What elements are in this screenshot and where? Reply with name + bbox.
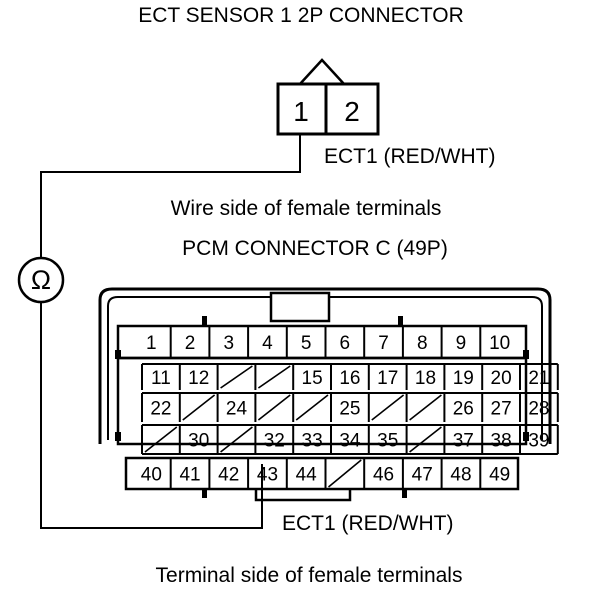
terminal-35: 35 xyxy=(377,431,398,452)
terminal-39: 39 xyxy=(528,431,549,452)
blank-cavity xyxy=(144,426,178,453)
terminal-1: 1 xyxy=(146,333,157,354)
blank-cavity xyxy=(409,394,442,421)
terminal-11: 11 xyxy=(151,368,171,389)
pcm-wire-label: ECT1 (RED/WHT) xyxy=(282,512,454,535)
pcm-connector-title: PCM CONNECTOR C (49P) xyxy=(182,237,448,260)
terminal-25: 25 xyxy=(339,399,360,420)
blank-cavity xyxy=(327,459,362,488)
blank-cavity xyxy=(220,426,253,453)
terminal-3: 3 xyxy=(223,333,234,354)
blank-cavity xyxy=(257,365,291,389)
terminal-7: 7 xyxy=(378,333,389,354)
sensor-pin-1: 1 xyxy=(293,96,309,127)
terminal-20: 20 xyxy=(491,368,512,389)
terminal-9: 9 xyxy=(456,333,467,354)
blank-cavity xyxy=(220,365,253,389)
terminal-27: 27 xyxy=(491,399,512,420)
terminal-16: 16 xyxy=(339,368,360,389)
blank-cavity xyxy=(371,394,405,421)
terminal-12: 12 xyxy=(188,368,209,389)
terminal-30: 30 xyxy=(188,431,209,452)
terminal-22: 22 xyxy=(150,399,171,420)
ect-sensor-connector xyxy=(276,58,380,136)
terminal-21: 21 xyxy=(528,368,549,389)
terminal-6: 6 xyxy=(340,333,351,354)
terminal-4: 4 xyxy=(262,333,273,354)
terminal-42: 42 xyxy=(218,465,239,486)
terminal-28: 28 xyxy=(528,399,549,420)
terminal-32: 32 xyxy=(264,431,285,452)
terminal-37: 37 xyxy=(453,431,474,452)
terminal-38: 38 xyxy=(491,431,512,452)
terminal-49: 49 xyxy=(489,465,510,486)
pcm-latch xyxy=(254,489,352,502)
terminal-19: 19 xyxy=(453,368,474,389)
terminal-17: 17 xyxy=(377,368,398,389)
pcm-housing-marks xyxy=(115,316,529,498)
terminal-48: 48 xyxy=(450,465,471,486)
blank-cavity xyxy=(295,394,329,421)
terminal-34: 34 xyxy=(339,431,361,452)
terminal-10: 10 xyxy=(489,333,510,354)
terminal-18: 18 xyxy=(415,368,436,389)
terminal-8: 8 xyxy=(417,333,428,354)
blank-cavity xyxy=(182,394,216,421)
blank-cavity xyxy=(257,394,291,421)
terminal-24: 24 xyxy=(226,399,248,420)
terminal-40: 40 xyxy=(141,465,162,486)
terminal-5: 5 xyxy=(301,333,312,354)
ohm-icon: Ω xyxy=(31,265,51,295)
pcm-connector-housing xyxy=(98,287,552,491)
view-label-terminal-side: Terminal side of female terminals xyxy=(156,564,463,587)
terminal-33: 33 xyxy=(302,431,323,452)
terminal-44: 44 xyxy=(296,465,318,486)
terminal-41: 41 xyxy=(179,465,200,486)
terminal-43: 43 xyxy=(257,465,278,486)
blank-cavity xyxy=(409,426,442,453)
terminal-26: 26 xyxy=(453,399,474,420)
view-label-wire-side: Wire side of female terminals xyxy=(171,197,442,220)
test-lead-wire xyxy=(40,134,301,529)
ohmmeter-symbol xyxy=(17,256,65,304)
terminal-2: 2 xyxy=(185,333,196,354)
sensor-pin-2: 2 xyxy=(344,96,360,127)
terminal-15: 15 xyxy=(302,368,323,389)
sensor-wire-label: ECT1 (RED/WHT) xyxy=(324,145,496,168)
terminal-47: 47 xyxy=(412,465,433,486)
diagram-title: ECT SENSOR 1 2P CONNECTOR xyxy=(138,4,464,27)
terminal-46: 46 xyxy=(373,465,394,486)
